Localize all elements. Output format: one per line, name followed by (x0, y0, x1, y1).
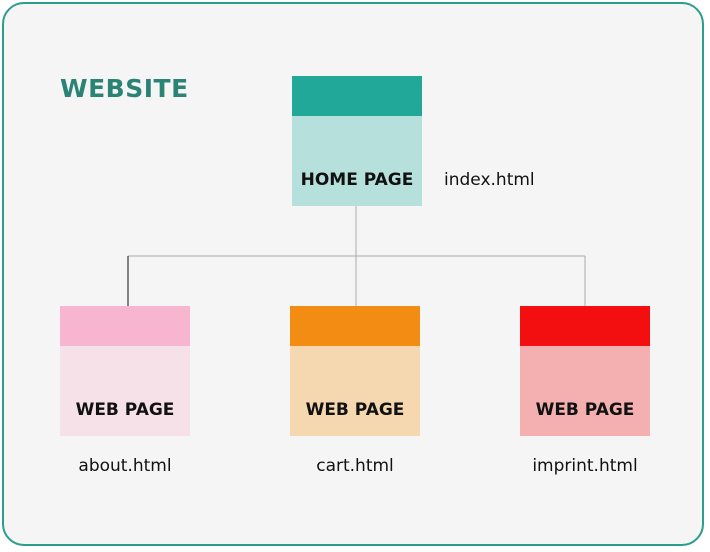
web-page-label: WEB PAGE (305, 400, 405, 420)
web-page-header-bar (520, 306, 650, 346)
home-page-box: HOME PAGE (292, 76, 422, 206)
web-page-header-bar (290, 306, 420, 346)
home-page-filename: index.html (444, 170, 535, 190)
web-page-filename-cart: cart.html (316, 456, 394, 476)
web-page-filename-imprint: imprint.html (532, 456, 638, 476)
home-page-body: HOME PAGE (292, 116, 422, 206)
web-page-body: WEB PAGE (290, 346, 420, 436)
web-page-box-about: WEB PAGE (60, 306, 190, 436)
home-page-header-bar (292, 76, 422, 116)
web-page-box-cart: WEB PAGE (290, 306, 420, 436)
web-page-body: WEB PAGE (60, 346, 190, 436)
web-page-filename-about: about.html (78, 456, 172, 476)
web-page-box-imprint: WEB PAGE (520, 306, 650, 436)
web-page-body: WEB PAGE (520, 346, 650, 436)
diagram-title: WEBSITE (60, 74, 189, 103)
web-page-header-bar (60, 306, 190, 346)
web-page-label: WEB PAGE (535, 400, 635, 420)
web-page-label: WEB PAGE (75, 400, 175, 420)
home-page-label: HOME PAGE (300, 170, 414, 190)
